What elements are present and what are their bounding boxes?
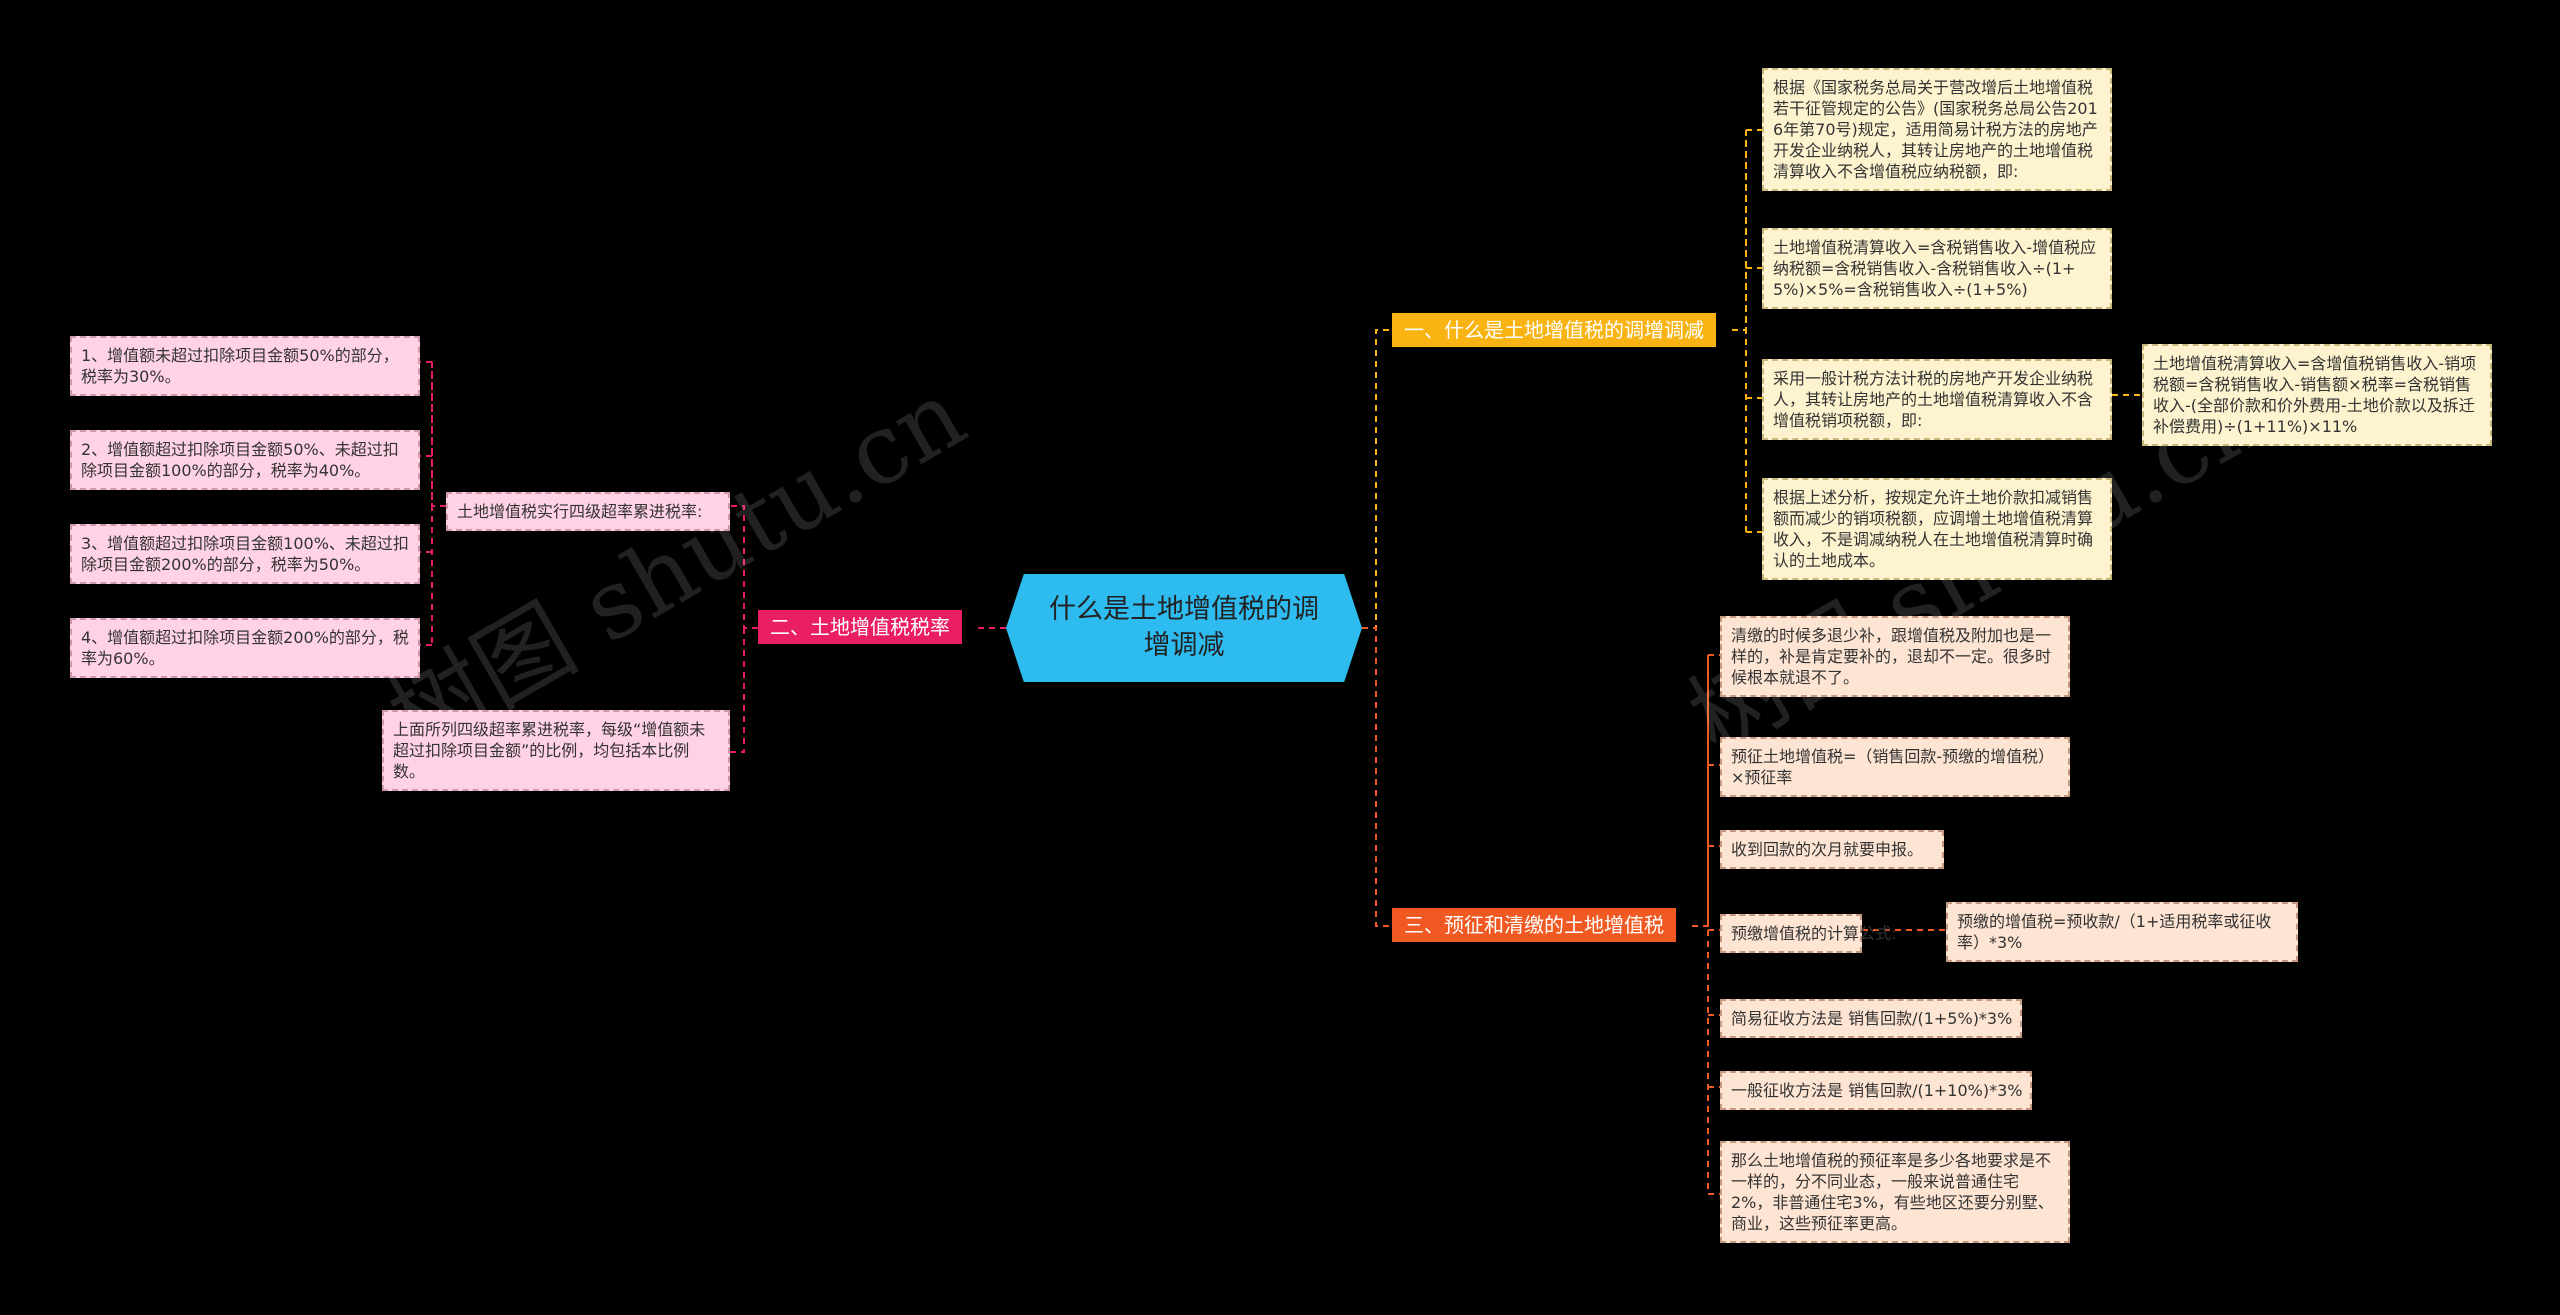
branch-3-item-7[interactable]: 那么土地增值税的预征率是多少各地要求是不一样的，分不同业态，一般来说普通住宅2%… <box>1720 1141 2070 1243</box>
branch-1-item-1[interactable]: 根据《国家税务总局关于营改增后土地增值税若干征管规定的公告》(国家税务总局公告2… <box>1762 68 2112 191</box>
branch-2-topic[interactable]: 二、土地增值税税率 <box>758 610 962 644</box>
connector-b3-items <box>1692 654 1720 1195</box>
branch-3-item-1[interactable]: 清缴的时候多退少补，跟增值税及附加也是一样的，补是肯定要补的，退却不一定。很多时… <box>1720 616 2070 697</box>
branch-3-item-4[interactable]: 预缴增值税的计算公式: <box>1720 914 1896 953</box>
root-title: 什么是土地增值税的调增调减 <box>1049 594 1319 661</box>
branch-1-topic[interactable]: 一、什么是土地增值税的调增调减 <box>1392 313 1716 347</box>
root-topic[interactable]: 什么是土地增值税的调增调减 <box>1006 574 1362 682</box>
branch-2-item-1[interactable]: 1、增值额未超过扣除项目金额50%的部分，税率为30%。 <box>70 336 420 396</box>
branch-3-item-5[interactable]: 简易征收方法是 销售回款/(1+5%)*3% <box>1720 999 2022 1038</box>
branch-1-item-3[interactable]: 采用一般计税方法计税的房地产开发企业纳税人，其转让房地产的土地增值税清算收入不含… <box>1762 359 2112 440</box>
branch-1-item-2[interactable]: 土地增值税清算收入=含税销售收入-增值税应纳税额=含税销售收入-含税销售收入÷(… <box>1762 228 2112 309</box>
branch-3-topic[interactable]: 三、预征和清缴的土地增值税 <box>1392 908 1676 942</box>
branch-3-item-2[interactable]: 预征土地增值税=（销售回款-预缴的增值税）×预征率 <box>1720 737 2070 797</box>
branch-3-item-4-sub[interactable]: 预缴的增值税=预收款/（1+适用税率或征收率）*3% <box>1946 902 2298 962</box>
branch-2-item-2[interactable]: 2、增值额超过扣除项目金额50%、未超过扣除项目金额100%的部分，税率为40%… <box>70 430 420 490</box>
connector-root-b3 <box>1362 627 1392 927</box>
connector-root-b1 <box>1362 329 1392 629</box>
branch-2-mid-1[interactable]: 土地增值税实行四级超率累进税率: <box>446 492 730 531</box>
branch-3-item-3[interactable]: 收到回款的次月就要申报。 <box>1720 830 1944 869</box>
branch-1-item-4[interactable]: 根据上述分析，按规定允许土地价款扣减销售额而减少的销项税额，应调增土地增值税清算… <box>1762 478 2112 580</box>
branch-2-mid-2[interactable]: 上面所列四级超率累进税率，每级“增值额未超过扣除项目金额”的比例，均包括本比例数… <box>382 710 730 791</box>
branch-2-item-4[interactable]: 4、增值额超过扣除项目金额200%的部分，税率为60%。 <box>70 618 420 678</box>
connector-b1-items <box>1732 129 1762 533</box>
branch-3-item-6[interactable]: 一般征收方法是 销售回款/(1+10%)*3% <box>1720 1071 2032 1110</box>
branch-2-item-3[interactable]: 3、增值额超过扣除项目金额100%、未超过扣除项目金额200%的部分，税率为50… <box>70 524 420 584</box>
branch-1-item-3-sub[interactable]: 土地增值税清算收入=含增值税销售收入-销项税额=含税销售收入-销售额×税率=含税… <box>2142 344 2492 446</box>
connector-b2-mids <box>730 505 758 753</box>
connector-b2-items <box>420 361 446 646</box>
